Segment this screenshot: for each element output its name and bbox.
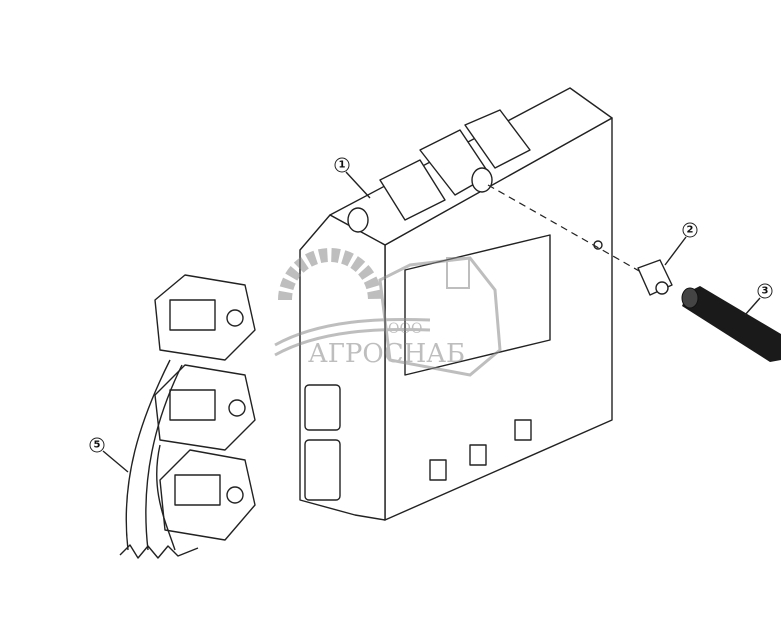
watermark-company-name: АГРОСНАБ bbox=[308, 339, 465, 369]
callout-1-label: 1 bbox=[339, 160, 346, 171]
control-unit bbox=[299, 87, 656, 521]
connector-bottom bbox=[159, 449, 256, 541]
callout-3-label: 3 bbox=[762, 286, 769, 297]
callout-5-label: 5 bbox=[94, 440, 101, 451]
part-2-nut bbox=[637, 259, 673, 296]
watermark-logo: ООО АГРОСНАБ bbox=[274, 248, 502, 377]
part-3-tube bbox=[681, 286, 781, 362]
connector-middle bbox=[154, 364, 256, 451]
callout-2: 2 bbox=[664, 222, 698, 266]
part-5-connectors bbox=[119, 274, 256, 559]
watermark-prefix: ООО bbox=[388, 321, 422, 337]
callout-2-label: 2 bbox=[687, 225, 694, 236]
callout-5: 5 bbox=[89, 437, 129, 473]
connector-top bbox=[154, 274, 256, 361]
callout-1: 1 bbox=[334, 157, 371, 199]
callout-3: 3 bbox=[744, 283, 773, 316]
